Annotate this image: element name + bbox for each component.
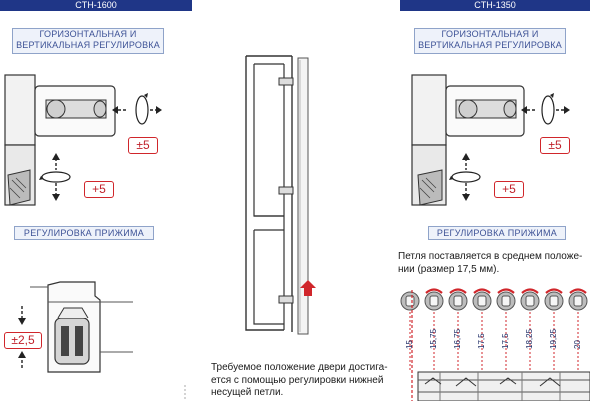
cam-slot bbox=[477, 295, 487, 307]
left-horizontal-badge: ±5 bbox=[128, 137, 158, 154]
left-vertical-badge: +5 bbox=[84, 181, 114, 198]
cam-slot bbox=[573, 295, 583, 307]
cam-offset-arc bbox=[545, 288, 563, 294]
cam-slot bbox=[525, 295, 535, 307]
cam-position-label: 17,5 bbox=[501, 333, 510, 349]
cam-position-label: 16,75 bbox=[453, 328, 462, 349]
cam-slot bbox=[453, 295, 463, 307]
cam-slot bbox=[549, 295, 559, 307]
cam-offset-arc bbox=[449, 288, 467, 294]
cam-offset-arc bbox=[425, 288, 443, 294]
left-hinge-drawing bbox=[4, 74, 116, 206]
right-frame-section bbox=[417, 371, 590, 401]
left-pressure-header: РЕГУЛИРОВКА ПРИЖИМА bbox=[14, 226, 154, 240]
cam-offset-arc bbox=[497, 288, 515, 294]
center-note: Требуемое положение двери достига- ется … bbox=[211, 362, 388, 398]
cam-offset-arc bbox=[521, 288, 539, 294]
cam-positions-row bbox=[400, 288, 588, 372]
cam-position-label: 19,25 bbox=[549, 328, 558, 349]
cam-position-label: 15,75 bbox=[429, 328, 438, 349]
door-frame-drawing bbox=[245, 55, 316, 335]
right-adjust-header: ГОРИЗОНТАЛЬНАЯ И ВЕРТИКАЛЬНАЯ РЕГУЛИРОВК… bbox=[414, 28, 566, 54]
right-vertical-badge: +5 bbox=[494, 181, 524, 198]
right-horizontal-badge: ±5 bbox=[540, 137, 570, 154]
cam-slot bbox=[405, 295, 415, 307]
right-horizontal-arrow bbox=[521, 93, 570, 125]
left-adjust-header: ГОРИЗОНТАЛЬНАЯ И ВЕРТИКАЛЬНАЯ РЕГУЛИРОВК… bbox=[12, 28, 164, 54]
right-hinge-drawing bbox=[411, 74, 525, 206]
right-model-label: CTH-1350 bbox=[400, 0, 590, 11]
cam-slot bbox=[429, 295, 439, 307]
right-vertical-arrow bbox=[449, 153, 481, 201]
cam-offset-arc bbox=[473, 288, 491, 294]
right-pressure-header: РЕГУЛИРОВКА ПРИЖИМА bbox=[428, 226, 566, 240]
cam-position-label: 20 bbox=[573, 340, 582, 349]
cam-position-label: 18,25 bbox=[525, 328, 534, 349]
cam-position-label: 17,5 bbox=[477, 333, 486, 349]
left-model-label: CTH-1600 bbox=[0, 0, 192, 11]
left-pressure-badge: ±2,5 bbox=[4, 332, 42, 349]
left-pressure-drawing bbox=[18, 281, 133, 373]
cam-slot bbox=[501, 295, 511, 307]
right-note: Петля поставляется в среднем положе- нии… bbox=[398, 251, 583, 275]
left-horizontal-arrow bbox=[112, 93, 162, 125]
left-vertical-arrow bbox=[39, 153, 71, 201]
cam-offset-arc bbox=[569, 288, 587, 294]
cam-position-label: 15 bbox=[405, 340, 414, 349]
